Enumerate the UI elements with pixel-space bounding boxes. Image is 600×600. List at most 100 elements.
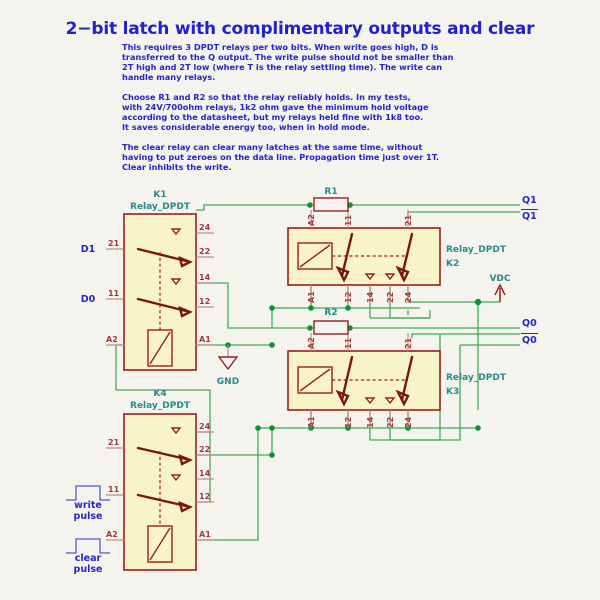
k2-reference: K2 xyxy=(446,259,459,269)
power-vdc[interactable]: VDC xyxy=(489,274,511,302)
k1-pin-14: 14 xyxy=(199,273,211,282)
k1-arm-upper-head xyxy=(178,256,193,268)
junction xyxy=(308,305,314,311)
junction xyxy=(475,425,481,431)
r2-body xyxy=(313,320,349,335)
k3-nc-mark-14 xyxy=(364,397,376,405)
note-paragraph-3: The clear relay can clear many latches a… xyxy=(122,142,439,172)
k4-pin-12: 12 xyxy=(199,492,210,501)
junction xyxy=(474,298,482,306)
k4-arm-upper-head xyxy=(178,454,193,466)
note-line: having to put zeroes on the data line. P… xyxy=(122,152,439,162)
clear-pulse-label-1: clear xyxy=(75,553,102,564)
gnd-label: GND xyxy=(217,377,239,387)
net-label-d0: D0 xyxy=(81,294,96,305)
k4-coil-slash xyxy=(149,527,171,561)
k2-nc-mark-14 xyxy=(364,273,376,281)
k3-pin-14: 14 xyxy=(366,416,375,428)
vdc-label: VDC xyxy=(489,274,510,284)
note-line: Clear inhibits the write. xyxy=(122,162,232,172)
relay-k4[interactable]: K4 Relay_DPDT 24 22 21 14 12 11 A2 xyxy=(106,389,214,571)
k3-pin-lines xyxy=(310,333,409,428)
junction xyxy=(345,305,351,311)
k4-coil xyxy=(147,525,173,563)
k1-body xyxy=(123,213,197,371)
note-line: This requires 3 DPDT relays per two bits… xyxy=(122,42,439,52)
write-pulse-label-2: pulse xyxy=(74,511,103,522)
junction xyxy=(269,305,275,311)
k4-pin-22: 22 xyxy=(199,445,210,454)
k4-pin-14: 14 xyxy=(199,469,211,478)
k3-pin-12: 12 xyxy=(344,417,353,428)
resistor-r2[interactable]: R2 xyxy=(313,308,349,335)
k3-value: Relay_DPDT xyxy=(446,373,507,383)
k2-pin-lines xyxy=(310,210,409,303)
k3-pin-21: 21 xyxy=(404,337,413,349)
net-label-q0-bar: Q0 xyxy=(522,335,537,346)
k1-pin-12: 12 xyxy=(199,297,210,306)
junction xyxy=(307,325,313,331)
note-paragraph-2: Choose R1 and R2 so that the relay relia… xyxy=(122,92,429,132)
k1-pin-a2: A2 xyxy=(106,335,118,344)
k1-coil xyxy=(147,329,173,367)
k4-arm-upper xyxy=(136,446,188,461)
k1-pin-22: 22 xyxy=(199,247,210,256)
junction xyxy=(255,425,261,431)
vdc-arrow-icon xyxy=(494,283,506,296)
k1-pin-a1: A1 xyxy=(199,335,211,344)
k2-pin-22: 22 xyxy=(386,292,395,303)
k2-arm-left-head xyxy=(335,265,350,283)
k4-nc-mark-24 xyxy=(170,427,182,435)
k3-pin-11: 11 xyxy=(344,337,353,349)
k3-pin-24: 24 xyxy=(404,416,413,428)
gnd-icon xyxy=(217,356,239,371)
k2-nc-mark-24 xyxy=(384,273,396,281)
write-pulse-label-1: write xyxy=(74,500,102,511)
stimulus-write-pulse[interactable]: write pulse xyxy=(66,485,110,522)
k4-pin-lines xyxy=(106,431,214,541)
note-line: with 24V/700ohm relays, 1k2 ohm gave the… xyxy=(122,102,429,112)
note-line: The clear relay can clear many latches a… xyxy=(122,142,422,152)
relay-k2[interactable]: A2 11 21 A1 12 14 22 24 Relay_DPDT K2 xyxy=(287,210,507,303)
k3-pin-a1: A1 xyxy=(307,416,316,428)
power-gnd[interactable]: GND xyxy=(217,345,239,387)
k3-arm-left xyxy=(340,355,354,402)
clear-pulse-label-2: pulse xyxy=(74,564,103,575)
k4-value: Relay_DPDT xyxy=(130,401,191,411)
clear-pulse-icon xyxy=(66,538,110,554)
k1-pin-21: 21 xyxy=(108,239,120,248)
note-line: transferred to the Q output. The write p… xyxy=(122,52,454,62)
page-title: 2−bit latch with complimentary outputs a… xyxy=(66,19,535,39)
k2-pin-a1: A1 xyxy=(307,291,316,303)
k1-nc-mark-14 xyxy=(170,278,182,286)
k1-arm-upper xyxy=(136,247,188,263)
junction xyxy=(269,452,275,458)
note-line: 2T high and 2T low (where T is the relay… xyxy=(122,62,442,72)
k3-reference: K3 xyxy=(446,387,459,397)
stimulus-clear-pulse[interactable]: clear pulse xyxy=(66,538,110,575)
k1-pin-11: 11 xyxy=(108,289,120,298)
k2-value: Relay_DPDT xyxy=(446,245,507,255)
note-line: It saves considerable energy too, when i… xyxy=(122,122,370,132)
write-pulse-icon xyxy=(66,485,110,501)
relay-k3[interactable]: A2 11 21 A1 12 14 22 24 Relay_DPDT K3 xyxy=(287,333,507,428)
k1-arm-lower xyxy=(136,297,188,313)
net-label-q1-bar: Q1 xyxy=(522,211,537,222)
k1-arm-lower-head xyxy=(178,306,193,318)
k2-pin-12: 12 xyxy=(344,292,353,303)
note-line: according to the datasheet, but my relay… xyxy=(122,112,423,122)
k3-nc-mark-24 xyxy=(384,397,396,405)
junction xyxy=(307,202,313,208)
k2-pin-14: 14 xyxy=(366,291,375,303)
k3-pin-a2: A2 xyxy=(307,337,316,349)
net-label-q1: Q1 xyxy=(522,195,537,206)
k2-pin-24: 24 xyxy=(404,291,413,303)
relay-k1[interactable]: K1 Relay_DPDT 24 22 21 xyxy=(81,190,214,371)
junction xyxy=(269,425,275,431)
resistor-r1[interactable]: R1 xyxy=(313,187,349,212)
k4-reference: K4 xyxy=(153,389,166,399)
k4-pin-a2: A2 xyxy=(106,530,118,539)
k1-reference: K1 xyxy=(153,190,166,200)
note-line: Choose R1 and R2 so that the relay relia… xyxy=(122,92,411,102)
